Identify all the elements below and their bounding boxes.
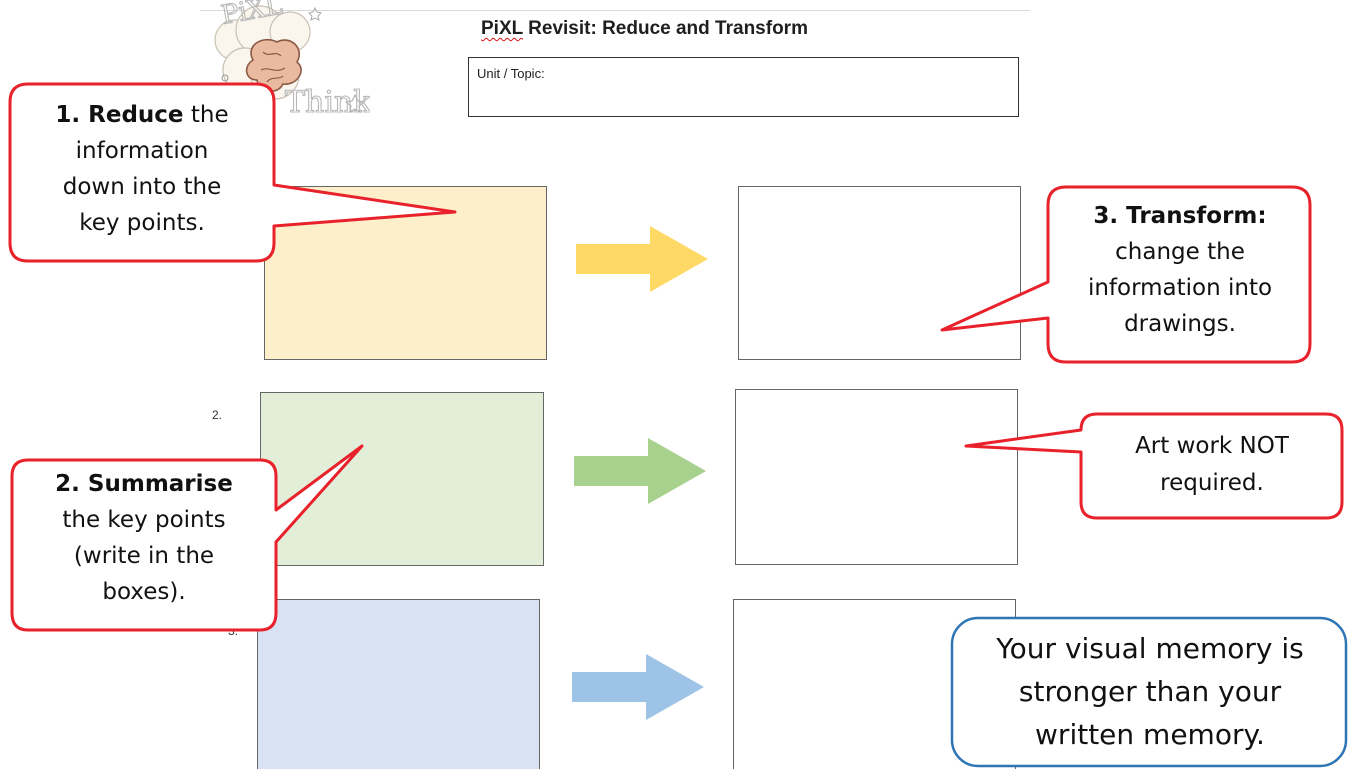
green-arrow-icon [574, 438, 706, 504]
unit-topic-field[interactable]: Unit / Topic: [468, 57, 1019, 117]
memory-callout-text: Your visual memory is stronger than your… [954, 627, 1346, 756]
reduce-callout-bubble [8, 82, 457, 263]
reduce-callout-text: 1. Reduce the information down into the … [14, 97, 270, 241]
transform-callout-bubble [940, 185, 1312, 364]
artwork-callout-bubble [964, 412, 1344, 520]
reduce-line3: down into the [62, 174, 222, 200]
summarise-callout-bubble [10, 444, 364, 632]
reduce-box-2[interactable] [260, 392, 544, 566]
summarise-bold: 2. Summarise [55, 471, 233, 497]
artwork-line1: Art work NOT [1135, 433, 1289, 459]
transform-box-1[interactable] [738, 186, 1021, 360]
transform-bold: 3. Transform: [1093, 203, 1267, 229]
summarise-callout-text: 2. Summarise the key points (write in th… [16, 466, 272, 610]
artwork-callout-text: Art work NOT required. [1084, 428, 1340, 502]
reduce-line4: key points. [79, 210, 205, 236]
blue-arrow-icon [572, 654, 704, 720]
title-spellchecked-word: PiXL [481, 18, 523, 39]
document-title: PiXL Revisit: Reduce and Transform [481, 18, 808, 40]
memory-line3: written memory. [1035, 718, 1265, 751]
row-number-2: 2. [212, 408, 223, 422]
title-rest: Revisit: Reduce and Transform [522, 18, 808, 39]
transform-callout-text: 3. Transform: change the information int… [1052, 198, 1308, 342]
logo-bottom-text: Think [285, 85, 370, 120]
memory-line2: stronger than your [1018, 675, 1282, 708]
reduce-line1-rest: the [183, 102, 229, 128]
reduce-line2: information [75, 138, 209, 164]
transform-box-2[interactable] [735, 389, 1018, 565]
reduce-bold: 1. Reduce [55, 102, 184, 128]
transform-line3: information into [1087, 275, 1273, 301]
memory-callout-box [950, 616, 1348, 768]
transform-line4: drawings. [1124, 311, 1236, 337]
memory-line1: Your visual memory is [996, 632, 1304, 665]
summarise-line2: the key points [62, 507, 226, 533]
reduce-box-3[interactable] [257, 599, 540, 769]
summarise-line3: (write in the [73, 543, 215, 569]
unit-topic-label: Unit / Topic: [477, 66, 545, 81]
summarise-line4: boxes). [102, 579, 186, 605]
transform-line2: change the [1115, 239, 1245, 265]
page-top-edge [200, 10, 1030, 11]
artwork-line2: required. [1160, 470, 1264, 496]
yellow-arrow-icon [576, 226, 708, 292]
